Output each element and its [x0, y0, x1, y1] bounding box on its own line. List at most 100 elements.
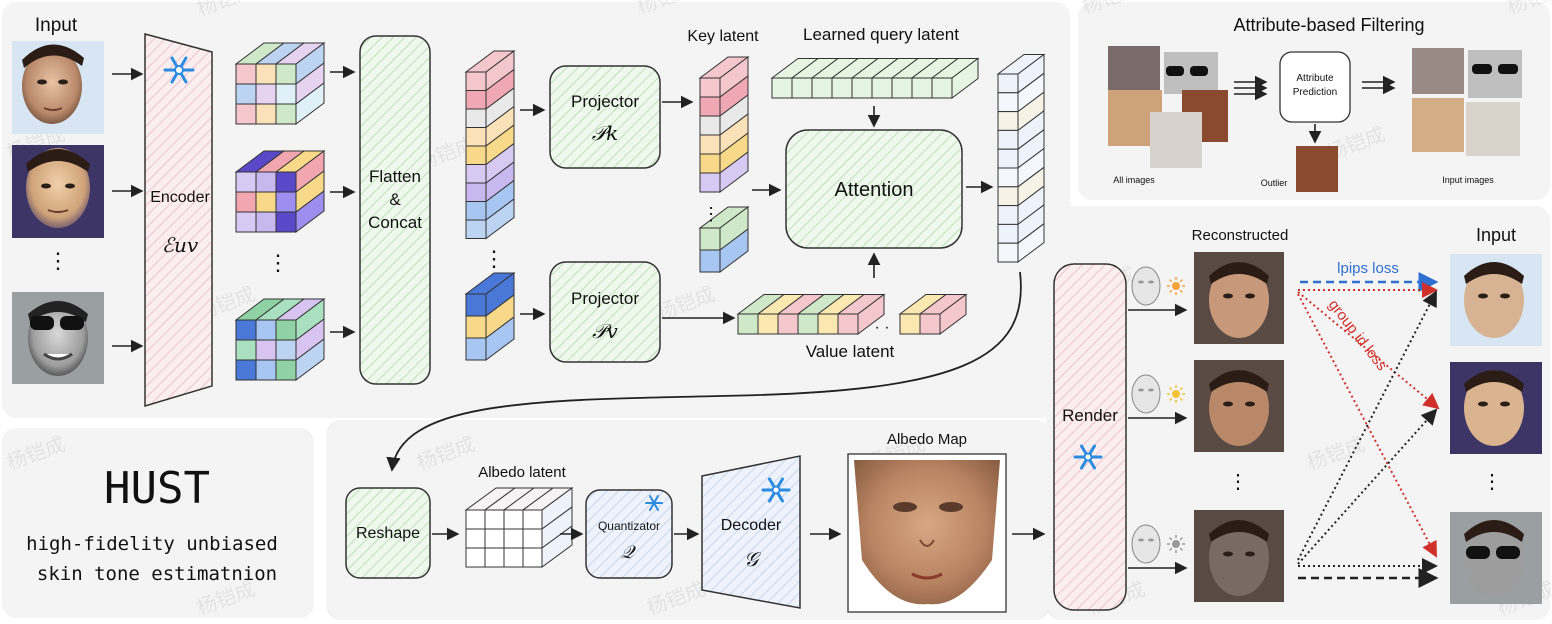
photo-sunglasses: [1466, 546, 1490, 559]
photo-eye: [1245, 293, 1255, 299]
photo-face: [1464, 520, 1524, 596]
flatten-concat-block: [359, 35, 431, 385]
albedo-cube-cell: [503, 547, 524, 568]
bar-side: [857, 293, 885, 335]
projector-v-symbol: 𝒫v: [592, 319, 618, 343]
photo-eye: [1478, 401, 1488, 407]
face-photo-input: [1450, 254, 1542, 346]
stack-cell: [699, 153, 721, 174]
sun-core: [1172, 390, 1180, 398]
albedo-latent-cube: [464, 487, 574, 568]
stack-cell: [699, 249, 721, 273]
token-ellipsis: ⋮: [483, 246, 505, 271]
stack-cell: [465, 108, 487, 128]
attribute-prediction-label-1: Attribute: [1296, 73, 1334, 84]
bar-cell: [811, 77, 833, 99]
render-block: [1053, 263, 1127, 611]
stack-cell: [465, 145, 487, 165]
cube-cell: [235, 359, 257, 381]
stack-cell: [699, 96, 721, 117]
photo-hair: [1209, 520, 1269, 542]
bar-cell: [871, 77, 893, 99]
face-photo-reconstructed: [1194, 510, 1284, 602]
decoder-symbol: 𝒢: [744, 547, 762, 571]
cube-cell: [255, 319, 277, 341]
stack-cell: [699, 115, 721, 136]
face-photo-input-3: [12, 292, 104, 384]
stack-cell: [699, 77, 721, 98]
value-latent-label: Value latent: [806, 342, 895, 361]
filtering-title: Attribute-based Filtering: [1233, 15, 1424, 35]
cube-cell: [255, 103, 277, 125]
bar-cell: [771, 77, 793, 99]
bar-cell: [817, 313, 839, 335]
group-id-loss-arrow: [1297, 291, 1440, 410]
flatten-label-2: &: [389, 190, 401, 209]
cube-ellipsis: ⋮: [267, 250, 289, 275]
quantizator-block: [585, 489, 673, 579]
sun-icon: [1167, 535, 1185, 553]
cube-cell: [255, 63, 277, 85]
sun-icon: [1167, 277, 1185, 295]
cube-cell: [275, 319, 297, 341]
brand-title: HUST: [104, 463, 210, 514]
bar-cell: [831, 77, 853, 99]
face-photo-input: [1450, 362, 1542, 454]
projector-k-symbol: 𝒫k: [592, 121, 619, 145]
stack-cell: [997, 129, 1019, 150]
cube-cell: [235, 191, 257, 213]
photo-hair: [1209, 370, 1269, 392]
albedo-cube-cell: [503, 528, 524, 549]
stack-cell: [465, 219, 487, 239]
face-photo-input-1: [12, 41, 104, 134]
stack-side: [1017, 222, 1045, 263]
bar-cell: [919, 313, 941, 335]
sun-ray: [1179, 289, 1183, 293]
brand-tagline-1: high-fidelity unbiased: [26, 533, 278, 555]
cube-cell: [235, 211, 257, 233]
input-right-ellipsis: ⋮: [1482, 471, 1502, 493]
sun-core: [1172, 282, 1180, 290]
bar-cell: [911, 77, 933, 99]
stack-cell: [699, 134, 721, 155]
albedo-map-label: Albedo Map: [887, 431, 967, 448]
sun-ray: [1169, 397, 1173, 401]
attention-label: Attention: [835, 179, 914, 201]
reshape-label: Reshape: [356, 525, 420, 542]
attribute-prediction-block: [1279, 51, 1351, 123]
sun-ray: [1179, 537, 1183, 541]
photo-face: [1209, 370, 1269, 446]
stack-cell: [699, 227, 721, 251]
bar-cell: [797, 313, 819, 335]
bar-cell: [737, 313, 759, 335]
face-mesh-eye: [1148, 280, 1154, 284]
feature-cube: [234, 150, 326, 233]
flatten-label-3: Concat: [368, 213, 422, 232]
reconstructed-label: Reconstructed: [1192, 227, 1289, 244]
projector-v-block: [549, 261, 661, 363]
stack-side: [485, 198, 515, 240]
group-id-loss-arrow: [1297, 293, 1437, 558]
face-mesh-eye: [1148, 388, 1154, 392]
outlier-label: Outlier: [1261, 178, 1288, 188]
face-photo-all-images: [1108, 46, 1228, 168]
cube-cell: [275, 339, 297, 361]
cube-cell: [235, 319, 257, 341]
albedo-cube-cell: [465, 509, 486, 530]
photo-sunglasses: [1496, 546, 1520, 559]
cube-cell: [255, 171, 277, 193]
snowflake-icon: [761, 477, 791, 503]
sun-ray: [1169, 289, 1173, 293]
face-mesh-eye: [1138, 280, 1144, 284]
sun-ray: [1169, 387, 1173, 391]
snowflake-icon: [645, 495, 663, 511]
cube-cell: [235, 171, 257, 193]
token-stack: [464, 50, 516, 240]
feature-cube: [234, 42, 326, 125]
bar-cell: [837, 313, 859, 335]
albedo-cube-cell: [484, 528, 505, 549]
cube-cell: [255, 191, 277, 213]
bar-cell: [931, 77, 953, 99]
all-images-label: All images: [1113, 175, 1155, 185]
